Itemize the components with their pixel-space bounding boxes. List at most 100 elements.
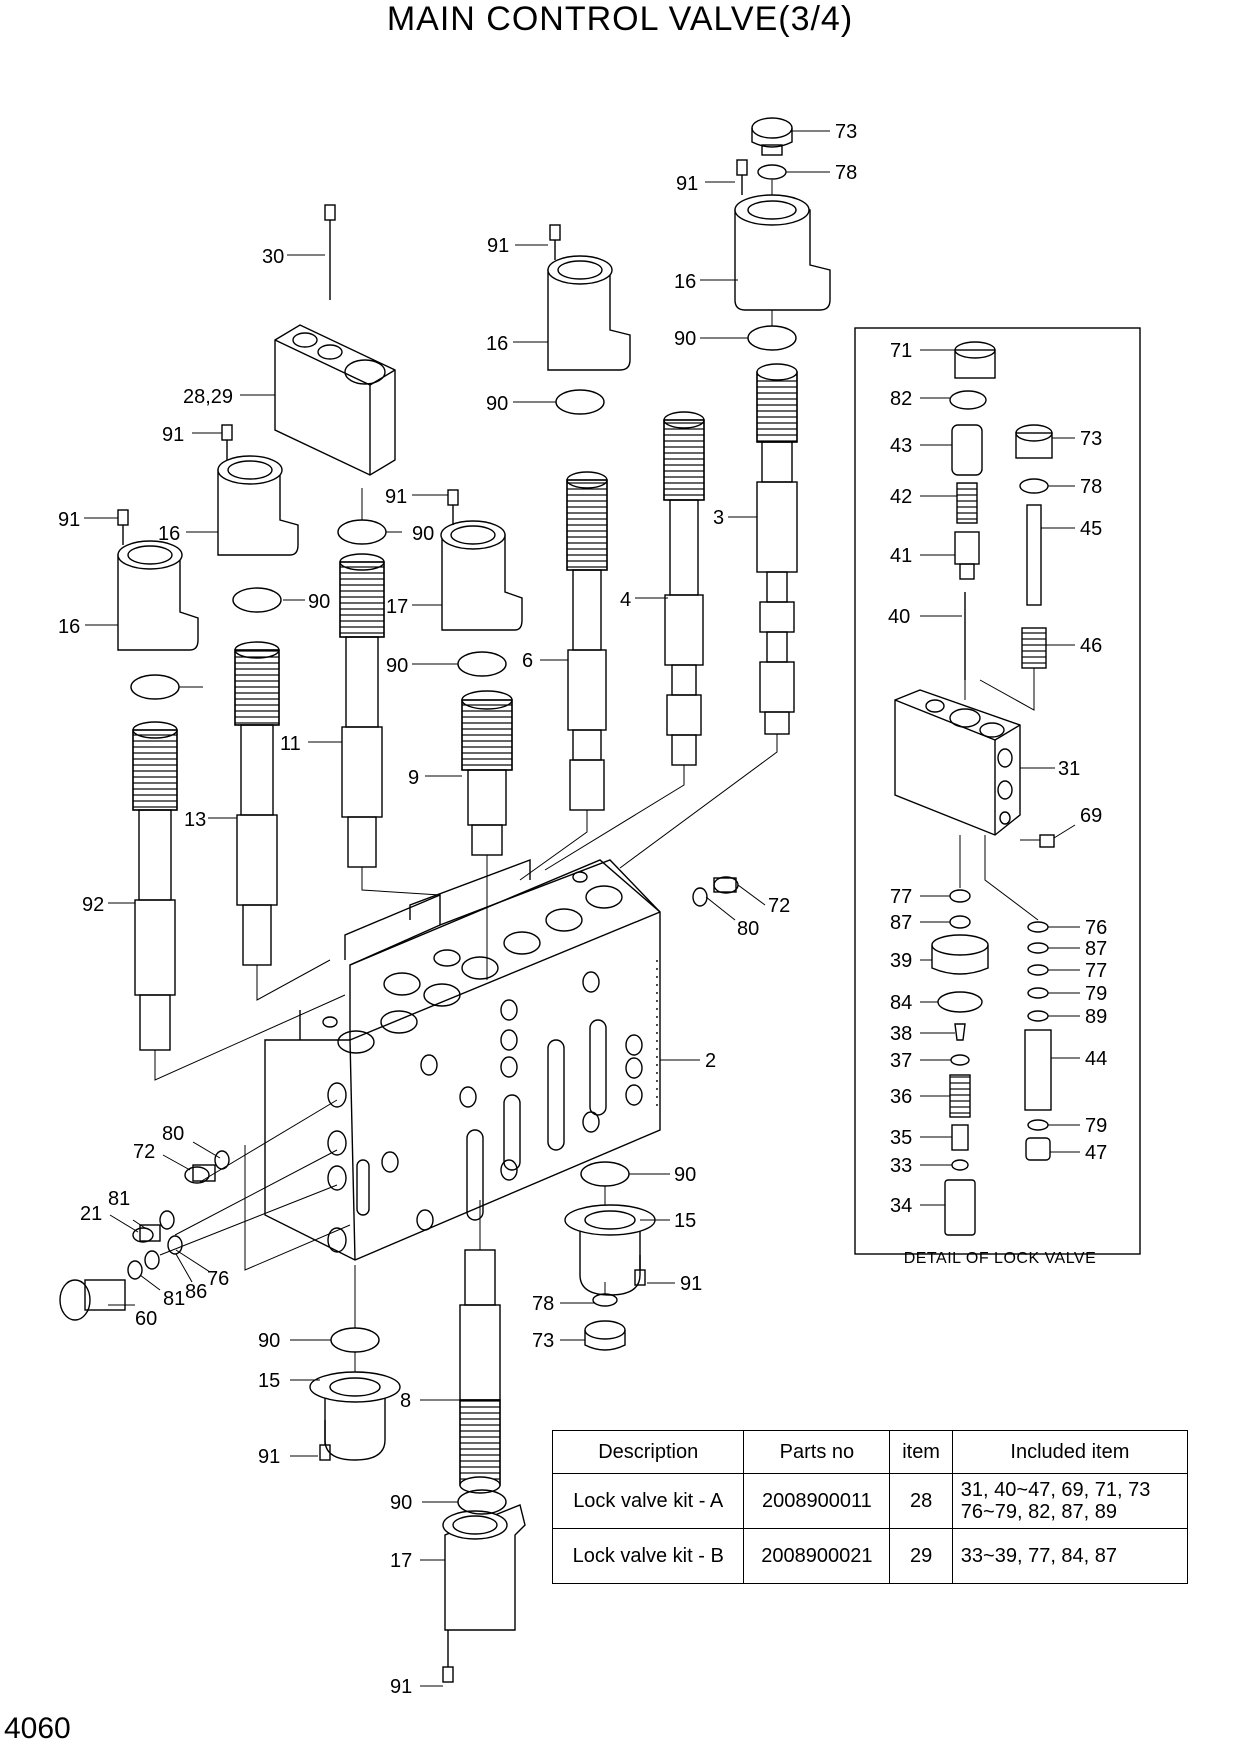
- column-header: Included item: [951, 1430, 1189, 1474]
- column-header: Description: [551, 1430, 745, 1474]
- callout: 16: [674, 271, 696, 293]
- callout: 91: [58, 509, 80, 531]
- page-number: 4060: [4, 1712, 71, 1745]
- callout: 90: [412, 523, 434, 545]
- callout: 45: [1080, 518, 1102, 540]
- callout: 90: [674, 328, 696, 350]
- callout: 36: [890, 1086, 912, 1108]
- callout: 33: [890, 1155, 912, 1177]
- included-item-line: 76~79, 82, 87, 89: [960, 1501, 1118, 1523]
- callout: 91: [385, 486, 407, 508]
- callout: 80: [162, 1123, 184, 1145]
- callout: 60: [135, 1308, 157, 1330]
- callout: 77: [890, 886, 912, 908]
- callout: 38: [890, 1023, 912, 1045]
- callout: 80: [737, 918, 759, 940]
- callout: 3: [713, 507, 724, 529]
- callout: 37: [890, 1050, 912, 1072]
- column-header: Parts no: [743, 1430, 891, 1474]
- callout: 39: [890, 950, 912, 972]
- callout: 30: [262, 246, 284, 268]
- callout: 90: [674, 1164, 696, 1186]
- callout: 91: [676, 173, 698, 195]
- callout: 89: [1085, 1006, 1107, 1028]
- page-title: MAIN CONTROL VALVE(3/4): [386, 0, 854, 38]
- callout: 4: [620, 589, 631, 611]
- callout: 2: [705, 1050, 716, 1072]
- item-cell: 29: [889, 1528, 953, 1584]
- callout: 17: [390, 1550, 412, 1572]
- callout: 40: [888, 606, 910, 628]
- callout: 34: [890, 1195, 912, 1217]
- callout: 91: [680, 1273, 702, 1295]
- table-header-row: Description Parts no item Included item: [551, 1430, 1189, 1474]
- callout: 73: [1080, 428, 1102, 450]
- callout: 90: [390, 1492, 412, 1514]
- callout: 42: [890, 486, 912, 508]
- included-item-line: 33~39, 77, 84, 87: [960, 1545, 1118, 1567]
- spools: [132, 363, 798, 1494]
- callout: 90: [258, 1330, 280, 1352]
- callout: 43: [890, 435, 912, 457]
- callout: 35: [890, 1127, 912, 1149]
- callout: 11: [280, 733, 301, 755]
- lock-valve-detail: [854, 327, 1141, 1255]
- callout: 21: [80, 1203, 102, 1225]
- callout: 81: [163, 1288, 185, 1310]
- callout: 77: [1085, 960, 1107, 982]
- callout: 91: [390, 1676, 412, 1698]
- callout: 73: [835, 121, 857, 143]
- small-parts: [59, 117, 793, 1683]
- callout: 82: [890, 388, 912, 410]
- callout: 90: [308, 591, 330, 613]
- assembly-lines: [154, 180, 778, 1372]
- callout: 44: [1085, 1048, 1107, 1070]
- callout: 72: [768, 895, 790, 917]
- callout: 81: [108, 1188, 130, 1210]
- callout: 73: [532, 1330, 554, 1352]
- callout: 46: [1080, 635, 1102, 657]
- callout: 84: [890, 992, 912, 1014]
- callout: 91: [162, 424, 184, 446]
- callout: 91: [258, 1446, 280, 1468]
- included-item-cell: 31, 40~47, 69, 71, 73 76~79, 82, 87, 89: [951, 1473, 1189, 1529]
- callout: 91: [487, 235, 509, 257]
- parts-no-cell: 2008900011: [743, 1473, 891, 1529]
- callout: 6: [522, 650, 533, 672]
- callout: 76: [207, 1268, 229, 1290]
- callout: 78: [532, 1293, 554, 1315]
- callout: 78: [835, 162, 857, 184]
- callout: 90: [486, 393, 508, 415]
- callout: 90: [386, 655, 408, 677]
- callout: 47: [1085, 1142, 1107, 1164]
- callout: 69: [1080, 805, 1102, 827]
- description-cell: Lock valve kit - A: [551, 1473, 745, 1529]
- table-row: Lock valve kit - B 2008900021 29 33~39, …: [551, 1528, 1189, 1584]
- callout: 13: [184, 809, 206, 831]
- callout: 9: [408, 767, 419, 789]
- callout: 87: [1085, 938, 1107, 960]
- callout: 15: [674, 1210, 696, 1232]
- valve-body: [264, 858, 661, 1261]
- callout: 87: [890, 912, 912, 934]
- table-row: Lock valve kit - A 2008900011 28 31, 40~…: [551, 1473, 1189, 1529]
- callout: 79: [1085, 983, 1107, 1005]
- callout: 78: [1080, 476, 1102, 498]
- callout: 28,29: [183, 386, 233, 408]
- callout: 86: [185, 1281, 207, 1303]
- callout: 79: [1085, 1115, 1107, 1137]
- column-header: item: [889, 1430, 953, 1474]
- callout: 16: [486, 333, 508, 355]
- callout: 31: [1058, 758, 1080, 780]
- description-cell: Lock valve kit - B: [551, 1528, 745, 1584]
- included-item-line: 31, 40~47, 69, 71, 73: [960, 1479, 1151, 1501]
- callout: 92: [82, 894, 104, 916]
- item-cell: 28: [889, 1473, 953, 1529]
- callout: 15: [258, 1370, 280, 1392]
- callout-labels: 73 78 91 16 90 3 91 16 90 6 4 30 28,29 9…: [58, 121, 1107, 1698]
- callout: 17: [386, 596, 408, 618]
- callout: 16: [158, 523, 180, 545]
- callout: 76: [1085, 917, 1107, 939]
- lock-valve-detail-caption: DETAIL OF LOCK VALVE: [903, 1250, 1097, 1267]
